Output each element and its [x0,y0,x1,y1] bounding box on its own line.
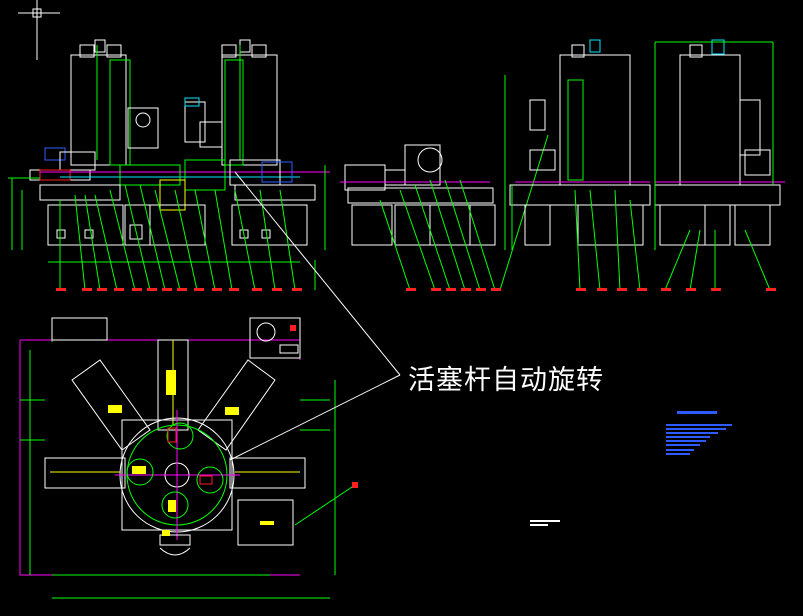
note-mark [530,520,560,526]
side-view-c [654,39,785,291]
plan-view [19,317,358,599]
callout-leader-lines [229,171,401,461]
side-view-b [504,39,651,291]
front-view [8,39,330,291]
side-view-a [340,134,549,291]
blue-title-block [666,411,732,455]
ucs-crosshair-icon [18,0,60,60]
callout-annotation-text: 活塞杆自动旋转 [408,365,604,396]
